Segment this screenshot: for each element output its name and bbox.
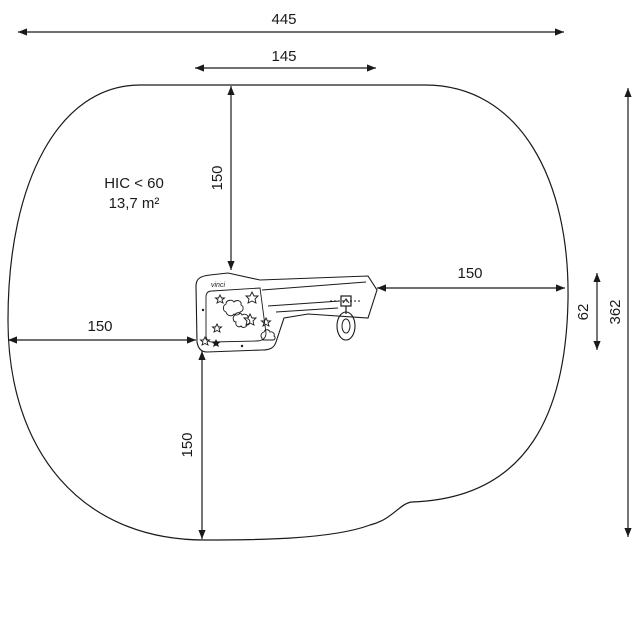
control-box-detail: [342, 298, 350, 304]
play-equipment: vinci: [195, 272, 378, 353]
dim-label-right-side: 150: [457, 265, 482, 282]
plank-line: [267, 300, 341, 307]
dim-label-top-width: 145: [271, 48, 296, 65]
star-icon: [211, 339, 221, 347]
dim-label-bottom-depth: 150: [179, 432, 196, 457]
dim-label-total-width: 445: [271, 11, 296, 28]
star-icon: [242, 312, 258, 326]
dim-label-equipment-depth: 62: [575, 304, 592, 321]
dim-label-left-side: 150: [87, 318, 112, 335]
star-icon: [214, 293, 226, 304]
dim-label-total-depth: 362: [607, 299, 624, 324]
plank-line: [261, 281, 367, 291]
star-icon: [211, 322, 223, 333]
zone-area: 13,7 m²: [109, 195, 160, 212]
steering-wheel-hub: [341, 318, 351, 334]
cloud-icon: [260, 329, 276, 341]
bolt-dot: [240, 344, 244, 348]
cloud-icon: [232, 312, 251, 328]
dim-label-top-depth: 150: [209, 165, 226, 190]
plank-line: [275, 307, 339, 313]
star-icon: [199, 335, 211, 346]
bolt-dot: [201, 308, 205, 312]
hic-value: HIC < 60: [104, 175, 164, 192]
equipment-body: [195, 272, 378, 353]
star-icon: [260, 316, 272, 327]
safety-zone-outline: [7, 84, 569, 541]
cloud-icon: [222, 299, 244, 317]
brand-mark: vinci: [211, 282, 225, 289]
star-icon: [244, 290, 260, 304]
